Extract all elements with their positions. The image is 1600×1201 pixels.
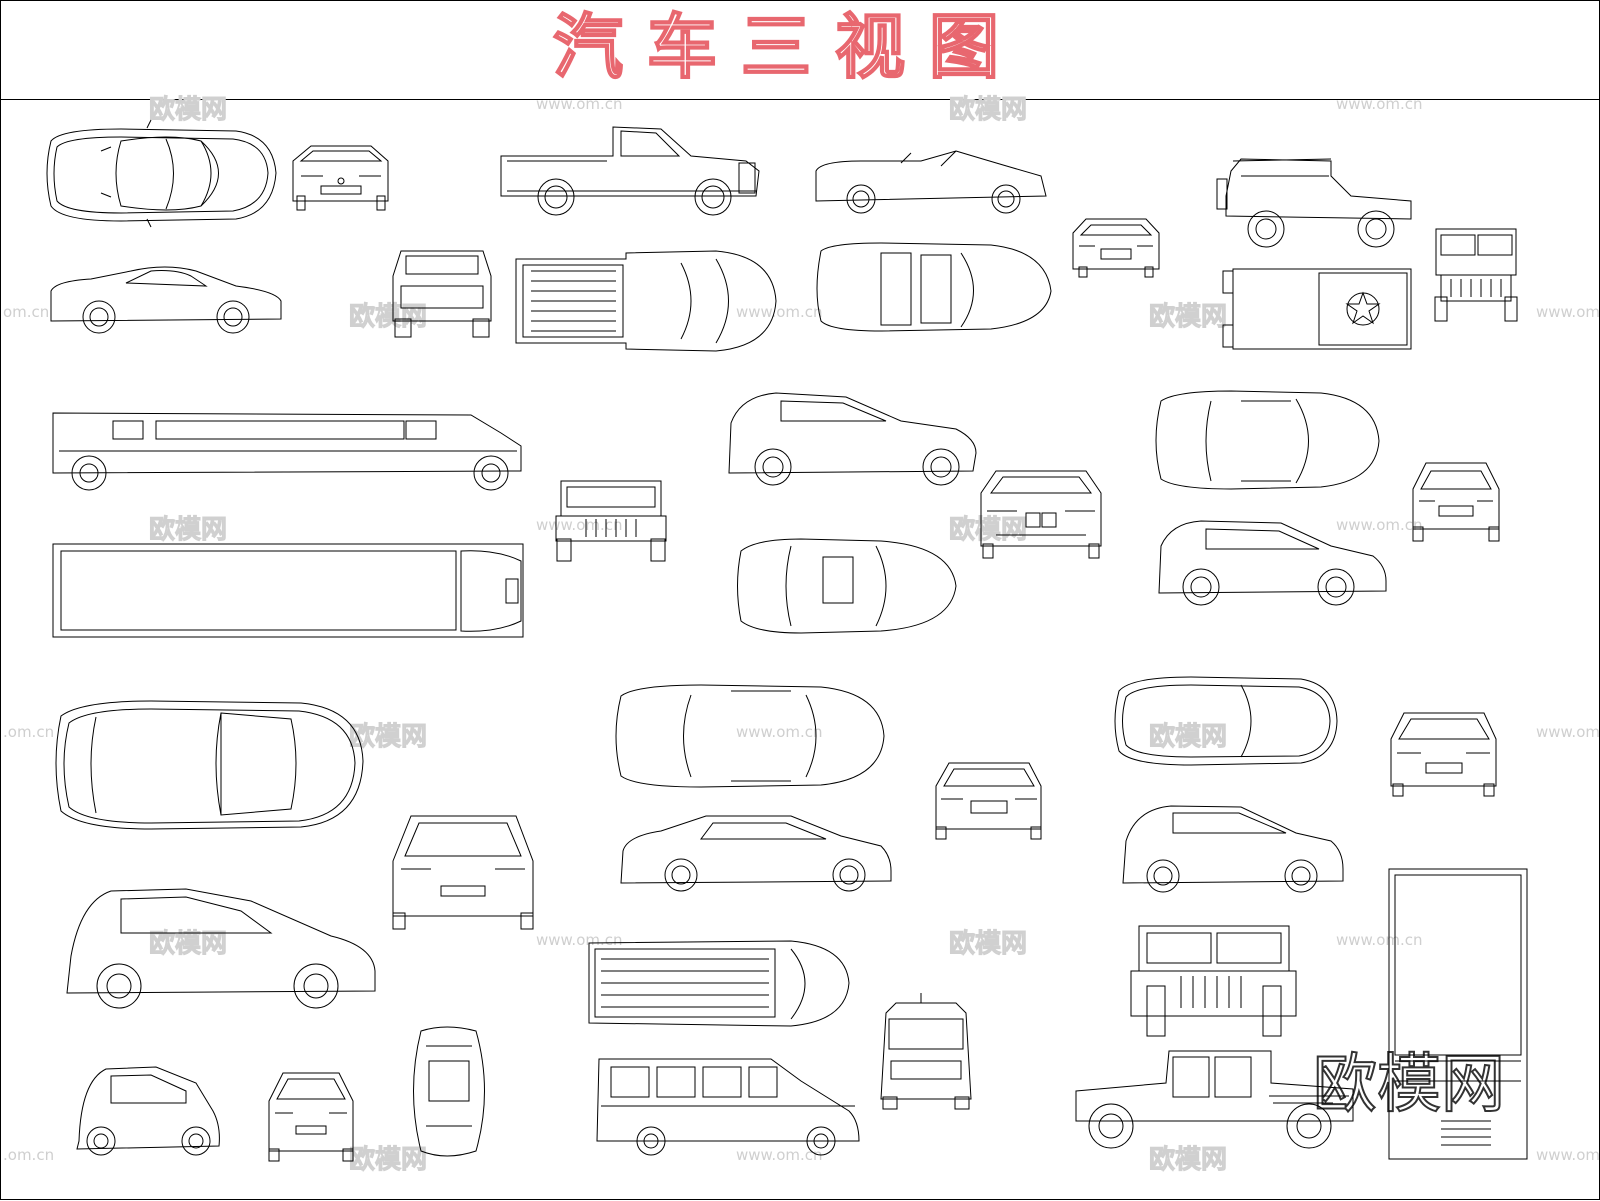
hatch-top-view-b (1115, 677, 1337, 765)
hatchback-top-view (738, 539, 957, 633)
microcar-side-view (77, 1067, 219, 1155)
jeep-front-view (1435, 229, 1517, 321)
suv-side-view (1159, 521, 1386, 605)
limousine-side-view (53, 413, 521, 490)
minibus-side-view (597, 1059, 859, 1155)
minibus-front-view (881, 993, 971, 1109)
hatch-side-view-b (1123, 806, 1343, 892)
convertible-front-view (1073, 219, 1159, 277)
coupe-side-view (51, 267, 281, 333)
microcar-front-view (269, 1073, 353, 1161)
hummer-side-view (1076, 1051, 1353, 1148)
hatch-front-view (1391, 713, 1496, 796)
coupe-front-view (293, 146, 388, 210)
pickup-top-view (516, 251, 776, 351)
convertible-side-view (816, 151, 1046, 213)
sedan-side-view (621, 816, 891, 891)
suv-top-view (1156, 391, 1379, 489)
jeep-top-view (1223, 269, 1411, 349)
page-title: 汽车三视图 (552, 6, 1023, 88)
limousine-top-view (53, 544, 523, 637)
sedan-front-view-b (936, 763, 1041, 839)
sedan-front-view-a (981, 471, 1101, 558)
suv-front-view (1413, 463, 1499, 541)
truck-top-view (1389, 869, 1527, 1159)
van-top-view (589, 941, 849, 1026)
minicar-side-view (67, 889, 375, 1008)
hummer-front-view-b (1131, 926, 1296, 1036)
convertible-top-view (817, 243, 1051, 331)
jeep-side-view (1217, 159, 1411, 247)
microcar-top-view (414, 1027, 485, 1156)
citycar-front-view (393, 816, 533, 929)
sedan-top-view (616, 685, 884, 787)
hatchback-side-view (729, 393, 976, 485)
minicar-top-view (56, 701, 363, 829)
coupe-top-view (47, 120, 276, 227)
pickup-side-view (501, 127, 759, 215)
pickup-rear-view (393, 251, 491, 337)
hummer-front-view (556, 481, 666, 561)
title-band: 汽车三视图 (1, 1, 1599, 100)
